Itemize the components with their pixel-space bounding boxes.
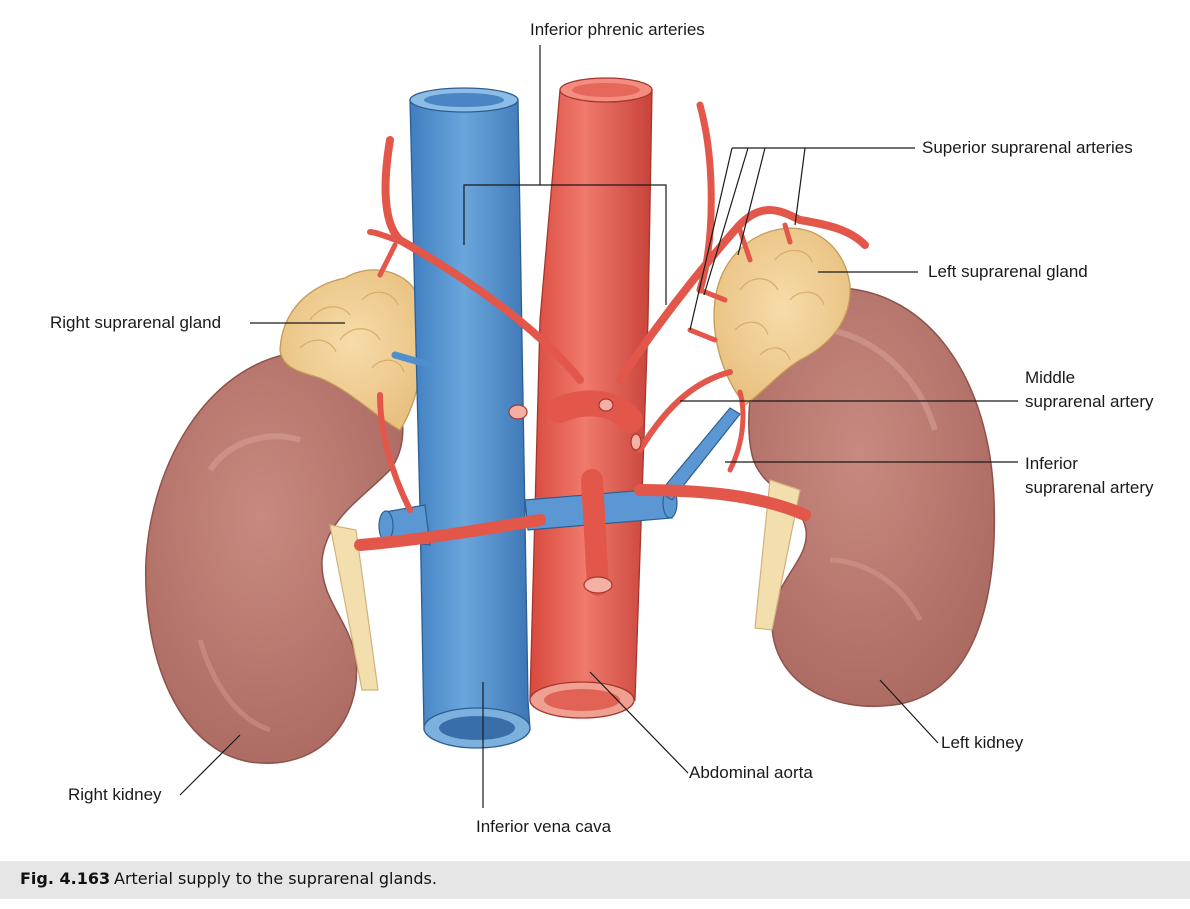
left-suprarenal-gland [713, 227, 851, 406]
arterial-branches [354, 101, 869, 596]
label-inferior-phrenic-arteries: Inferior phrenic arteries [530, 20, 705, 39]
left-ureter [754, 479, 801, 631]
label-superior-suprarenal-arteries: Superior suprarenal arteries [922, 138, 1133, 157]
label-middle-suprarenal-artery-line2: suprarenal artery [1025, 392, 1154, 411]
leader-lines [179, 45, 1018, 808]
label-inferior-suprarenal-artery-line1: Inferior [1025, 454, 1078, 473]
caption-number: Fig. 4.163 [20, 869, 111, 888]
label-abdominal-aorta: Abdominal aorta [689, 763, 813, 782]
inferior-vena-cava-vessel [409, 87, 531, 749]
anatomy-illustration [144, 45, 1018, 808]
right-kidney [144, 351, 404, 764]
label-inferior-vena-cava: Inferior vena cava [476, 817, 612, 836]
label-middle-suprarenal-artery-line1: Middle [1025, 368, 1076, 387]
figure-caption: Fig. 4.163 Arterial supply to the suprar… [0, 861, 1190, 899]
label-right-kidney: Right kidney [68, 785, 162, 804]
label-right-suprarenal-gland: Right suprarenal gland [50, 313, 222, 332]
vessel-openings [508, 398, 642, 594]
label-left-suprarenal-gland: Left suprarenal gland [928, 262, 1088, 281]
caption-text: Arterial supply to the suprarenal glands… [114, 869, 437, 888]
right-ureter [329, 524, 379, 691]
left-kidney [748, 287, 996, 708]
label-left-kidney: Left kidney [941, 733, 1024, 752]
label-inferior-suprarenal-artery-line2: suprarenal artery [1025, 478, 1154, 497]
